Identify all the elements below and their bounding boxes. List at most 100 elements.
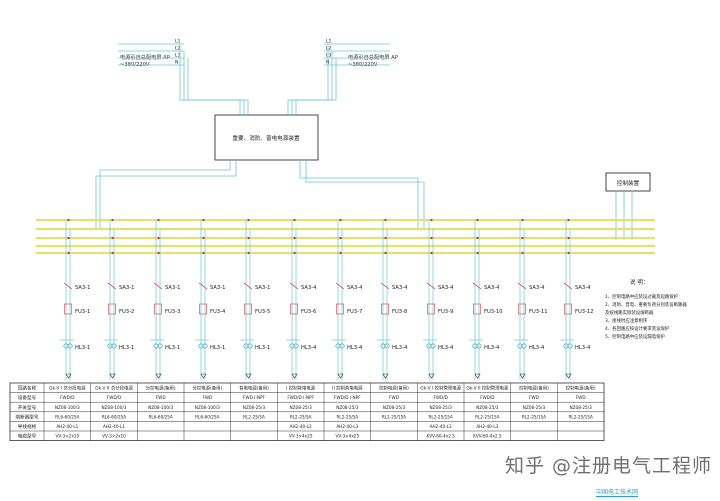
ground-arrow: [519, 373, 526, 379]
table-cell: RL6-60/25A: [102, 414, 126, 419]
bus-tap: [202, 218, 205, 222]
bus-tap: [293, 251, 296, 255]
fuse-label: FU3-5: [255, 309, 270, 315]
table-cell: AH2-40-L3: [430, 424, 452, 429]
table-cell: NZ08-25/3: [476, 405, 499, 410]
bus-tap: [247, 251, 250, 255]
bus-tap: [476, 251, 479, 255]
table-cell: 控制电源(备用): [379, 385, 409, 392]
lamp-label: HL3-1: [255, 345, 270, 351]
lamp-symbol: [476, 343, 482, 349]
table-cell: RL2-25/15A: [568, 414, 592, 419]
notes-line: 2、消防、普电、重要负荷分别装设断路器: [605, 301, 687, 308]
notes-line: 及按线路实际装设熔断器: [605, 309, 654, 316]
bus-tap: [67, 218, 70, 222]
table-cell: FWD: [156, 395, 166, 400]
table-cell: NZ08-25/3: [336, 405, 359, 410]
switch-symbol: [380, 282, 390, 290]
fuse-label: FU3-1: [75, 309, 90, 315]
switch-label: SA3-4: [575, 285, 591, 291]
ground-arrow: [382, 373, 389, 379]
supply-right-phase-label: L3: [326, 53, 332, 59]
table-cell: RL2-25/15A: [522, 414, 546, 419]
switch-symbol: [289, 282, 299, 290]
bus-tap: [157, 218, 160, 222]
fuse-symbol: [473, 303, 481, 315]
notes-line: 3、接线时应注意相序: [605, 317, 648, 324]
bus-tap: [384, 251, 387, 255]
table-row-header: 回路名称: [18, 385, 37, 392]
bus-tap: [111, 251, 114, 255]
table-cell: NZ08-100/3: [148, 405, 173, 410]
table-row-header: 电缆型号: [18, 433, 37, 440]
fuse-symbol: [518, 303, 526, 315]
switch-label: SA3-4: [392, 285, 408, 291]
bus-tap: [430, 236, 433, 240]
feeder-left: [183, 51, 245, 115]
fuse-symbol: [290, 303, 298, 315]
supply-right-phase-label: L2: [326, 46, 332, 52]
fuse-label: FU3-6: [301, 309, 316, 315]
lamp-symbol: [521, 343, 527, 349]
table-cell: RL6-60/25A: [148, 414, 172, 419]
supply-left-phase-label: L3: [175, 53, 181, 59]
switch-symbol: [198, 282, 208, 290]
supply-left-phase-label: L2: [175, 46, 181, 52]
bus-tap: [157, 236, 160, 240]
lamp-symbol: [157, 343, 163, 349]
lamp-label: HL3-4: [347, 345, 363, 351]
table-cell: 普电电源(备用): [239, 385, 269, 392]
ground-arrow: [200, 373, 207, 379]
table-cell: NZ08-25/3: [290, 405, 313, 410]
notes-line: 4、各回路应按设计要求装设保护: [605, 325, 670, 332]
ground-arrow: [65, 373, 72, 379]
fuse-label: FU3-3: [165, 309, 180, 315]
transfer-box-label: 重要、消防、普电电源装置: [232, 134, 300, 142]
fuse-label: FU3-10: [484, 309, 503, 315]
lamp-symbol: [517, 343, 523, 349]
table-cell: Gk-V I 控制管理电源: [420, 385, 461, 392]
switch-symbol: [563, 282, 573, 290]
table-cell: FWD/D I-NPF: [334, 395, 361, 400]
table-cell: NZ08-25/3: [383, 405, 406, 410]
lamp-symbol: [426, 343, 432, 349]
lamp-symbol: [430, 343, 436, 349]
bus-tap: [111, 236, 114, 240]
switch-symbol: [63, 282, 73, 290]
fuse-label: FU3-8: [392, 309, 407, 315]
fuse-symbol: [381, 303, 389, 315]
table-cell: 分控电源(备用): [192, 385, 222, 392]
lamp-label: HL3-1: [119, 345, 134, 351]
table-cell: Gk-V II 总分段电源: [95, 385, 133, 392]
notes-line: 5、控制电路中应装设漏电保护: [605, 333, 665, 340]
lamp-symbol: [107, 343, 113, 349]
notes: 说 明：1、控制电路中应装设过载及短路保护2、消防、普电、重要负荷分别装设断路器…: [605, 278, 687, 340]
corner-tag[interactable]: 中国电工技术网: [595, 489, 638, 497]
bus-tap: [247, 236, 250, 240]
bus-tap: [339, 236, 342, 240]
fuse-symbol: [108, 303, 116, 315]
control-box: [605, 172, 651, 192]
table-cell: NZ08-25/3: [523, 405, 546, 410]
table-cell: FWD: [389, 395, 399, 400]
table-cell: II 控制普电电源: [332, 385, 363, 392]
lamp-label: HL3-1: [210, 345, 225, 351]
table-cell: VV-3×2x10: [56, 434, 80, 439]
table-cell: 控制电源(备用): [519, 385, 549, 392]
table-cell: FWD I-NPF: [243, 395, 266, 400]
lamp-symbol: [198, 343, 204, 349]
table-cell: AH2-40-L2: [290, 424, 312, 429]
fuse-symbol: [244, 303, 252, 315]
table-cell: Gk-V II 控制管理电源: [466, 385, 509, 392]
table-cell: RL2-25/15A: [428, 414, 452, 419]
switch-label: SA3-1: [165, 285, 180, 291]
table-cell: RL6-60/25A: [55, 414, 79, 419]
table-cell: Gk-V I 总分段电源: [49, 385, 86, 392]
bus-tap: [67, 236, 70, 240]
bus-tap: [157, 251, 160, 255]
